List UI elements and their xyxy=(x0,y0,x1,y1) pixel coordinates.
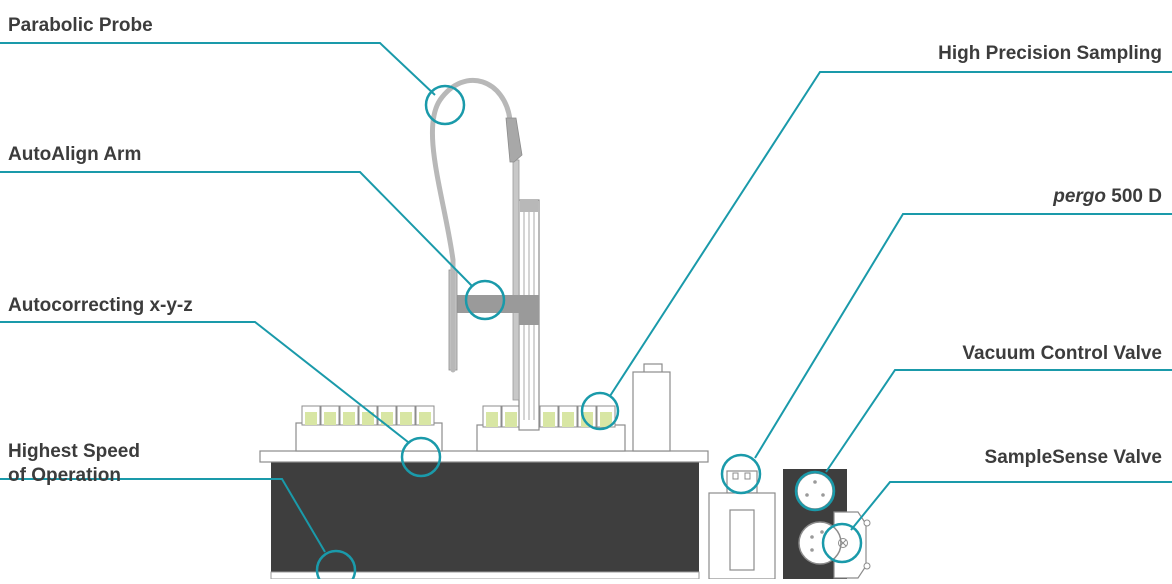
leader-pergo xyxy=(754,213,1172,459)
label-highest-speed-line1: Highest Speed xyxy=(8,441,140,462)
label-pergo-italic: pergo xyxy=(1053,186,1107,207)
callout-circle-vacuum xyxy=(794,470,836,512)
label-high-precision: High Precision Sampling xyxy=(938,43,1162,64)
autosampler-unit xyxy=(259,77,709,580)
leader-highprec xyxy=(609,71,1172,397)
vial-rack-left xyxy=(295,422,443,452)
callout-circle-autoalign xyxy=(464,279,506,321)
callout-circle-samplesense xyxy=(821,522,863,564)
callout-circle-highest xyxy=(315,549,357,584)
callout-circle-pergo xyxy=(720,453,762,495)
callout-circle-autocorr xyxy=(400,436,442,478)
label-parabolic-probe: Parabolic Probe xyxy=(8,15,153,36)
leader-vacuum xyxy=(825,369,1172,473)
label-vacuum-valve: Vacuum Control Valve xyxy=(962,343,1162,364)
probe-tube xyxy=(429,77,513,373)
leader-samplesense xyxy=(850,481,1172,531)
vials-left xyxy=(301,405,435,426)
dark-base xyxy=(271,462,699,580)
top-plate xyxy=(259,450,709,463)
label-highest-speed-line2: of Operation xyxy=(8,465,121,486)
callout-circles xyxy=(315,84,863,584)
label-highest-speed: Highest Speed of Operation xyxy=(8,440,140,488)
label-autoalign-arm: AutoAlign Arm xyxy=(8,144,142,165)
pergo-pump xyxy=(708,470,776,580)
callout-circle-parabolic xyxy=(424,84,466,126)
label-pergo-model: 500 D xyxy=(1106,186,1162,207)
label-autocorrecting: Autocorrecting x-y-z xyxy=(8,295,193,316)
vials-right xyxy=(482,405,616,428)
leader-autoalign xyxy=(0,171,473,287)
probe-tip xyxy=(505,117,523,163)
leader-autocorr xyxy=(0,321,409,443)
rinse-bottle xyxy=(632,363,671,452)
callout-lines xyxy=(0,42,1172,553)
label-samplesense-valve: SampleSense Valve xyxy=(984,447,1162,468)
leader-parabolic xyxy=(0,42,436,96)
leader-highest xyxy=(0,478,326,553)
base-bottom-line xyxy=(270,571,700,580)
callout-circle-highprec xyxy=(580,391,620,431)
label-pergo: pergo 500 D xyxy=(1053,185,1162,209)
